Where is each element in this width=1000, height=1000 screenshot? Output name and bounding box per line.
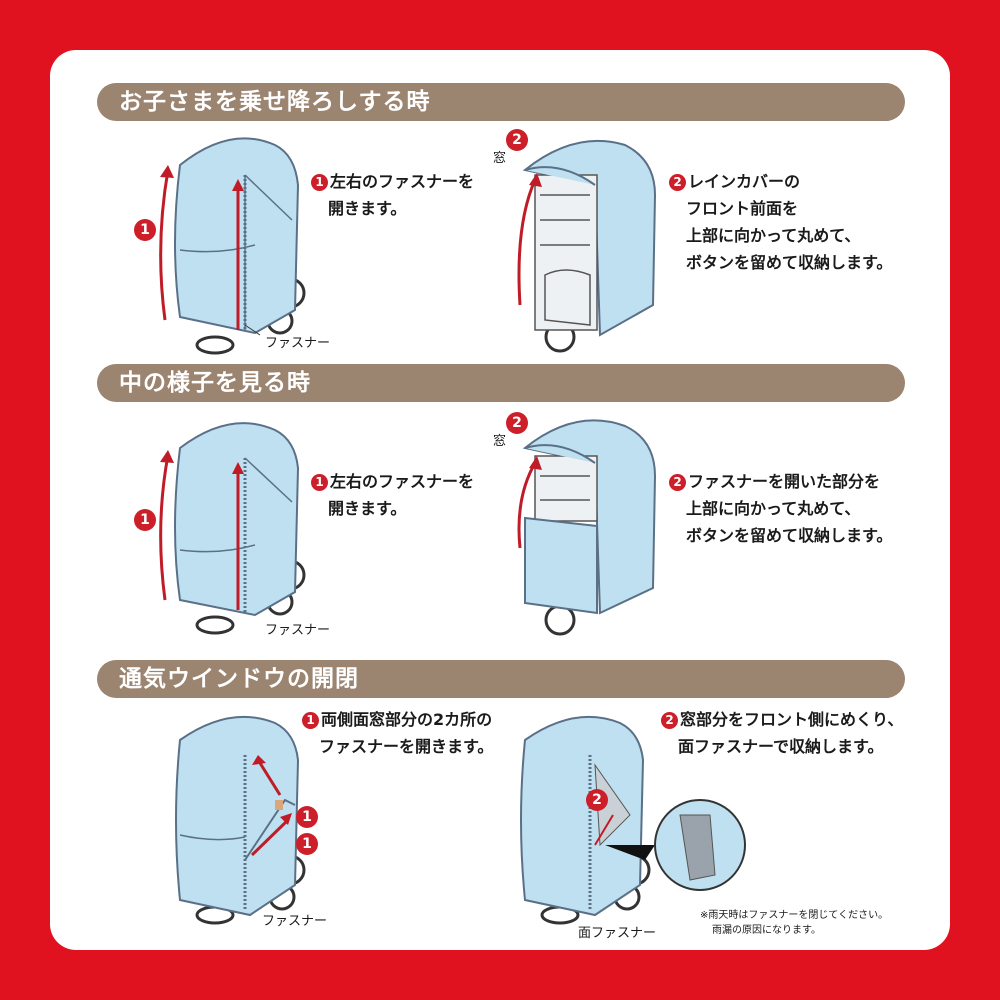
instruction-line: ボタンを留めて収納します。	[686, 253, 893, 272]
note-line: 雨漏の原因になります。	[712, 925, 821, 936]
instruction-line: 上部に向かって丸めて、	[686, 499, 861, 518]
surface-zipper-label: 面ファスナー	[578, 926, 657, 941]
section-title: 中の様子を見る時	[119, 370, 311, 396]
instruction-line: 左右のファスナーを	[330, 472, 475, 491]
section-header-view-inside: 中の様子を見る時	[97, 364, 905, 402]
section-title: お子さまを乗せ降ろしする時	[119, 89, 431, 115]
zipper-label: ファスナー	[265, 623, 331, 638]
step-number: 2	[661, 712, 678, 729]
instruction-line: 開きます。	[328, 199, 407, 218]
rain-note: ※雨天時はファスナーを閉じてください。 雨漏の原因になります。	[700, 908, 888, 938]
instruction-line: 左右のファスナーを	[330, 172, 475, 191]
step-marker: 1	[134, 509, 156, 531]
step-marker: 1	[296, 806, 318, 828]
instruction-line: 面ファスナーで収納します。	[678, 737, 884, 756]
stroller-cover-illustration	[517, 419, 657, 636]
zipper-label: ファスナー	[265, 336, 331, 351]
instruction-line: レインカバーの	[688, 172, 801, 191]
window-label: 窓	[493, 434, 507, 449]
instruction-line: 開きます。	[328, 499, 407, 518]
instruction-line: 両側面窓部分の2カ所の	[321, 710, 493, 729]
step-number: 1	[302, 712, 319, 729]
zipper-label: ファスナー	[262, 914, 328, 929]
window-label: 窓	[493, 151, 507, 166]
step-marker: 1	[296, 833, 318, 855]
stroller-cover-illustration	[159, 422, 306, 635]
window-marker: 2	[506, 412, 528, 434]
stroller-cover-illustration	[159, 137, 306, 355]
step-marker: 1	[134, 219, 156, 241]
stroller-cover-illustration	[517, 139, 657, 353]
instruction-line: ボタンを留めて収納します。	[686, 526, 893, 545]
step-number: 1	[311, 174, 328, 191]
section-title: 通気ウインドウの開閉	[119, 666, 359, 692]
window-marker: 2	[506, 129, 528, 151]
note-line: ※雨天時はファスナーを閉じてください。	[700, 910, 889, 921]
section-header-boarding: お子さまを乗せ降ろしする時	[97, 83, 905, 121]
instruction-line: ファスナーを開きます。	[319, 737, 494, 756]
step-number: 1	[311, 474, 328, 491]
instruction-line: 上部に向かって丸めて、	[686, 226, 861, 245]
instruction-line: ファスナーを開いた部分を	[688, 472, 881, 491]
step-marker: 2	[586, 789, 608, 811]
step-number: 2	[669, 474, 686, 491]
stroller-cover-illustration	[520, 715, 746, 925]
instruction-line: 窓部分をフロント側にめくり、	[680, 710, 904, 729]
instruction-line: フロント前面を	[686, 199, 799, 218]
step-number: 2	[669, 174, 686, 191]
stroller-cover-illustration	[175, 715, 306, 925]
section-header-ventilation: 通気ウインドウの開閉	[97, 660, 905, 698]
